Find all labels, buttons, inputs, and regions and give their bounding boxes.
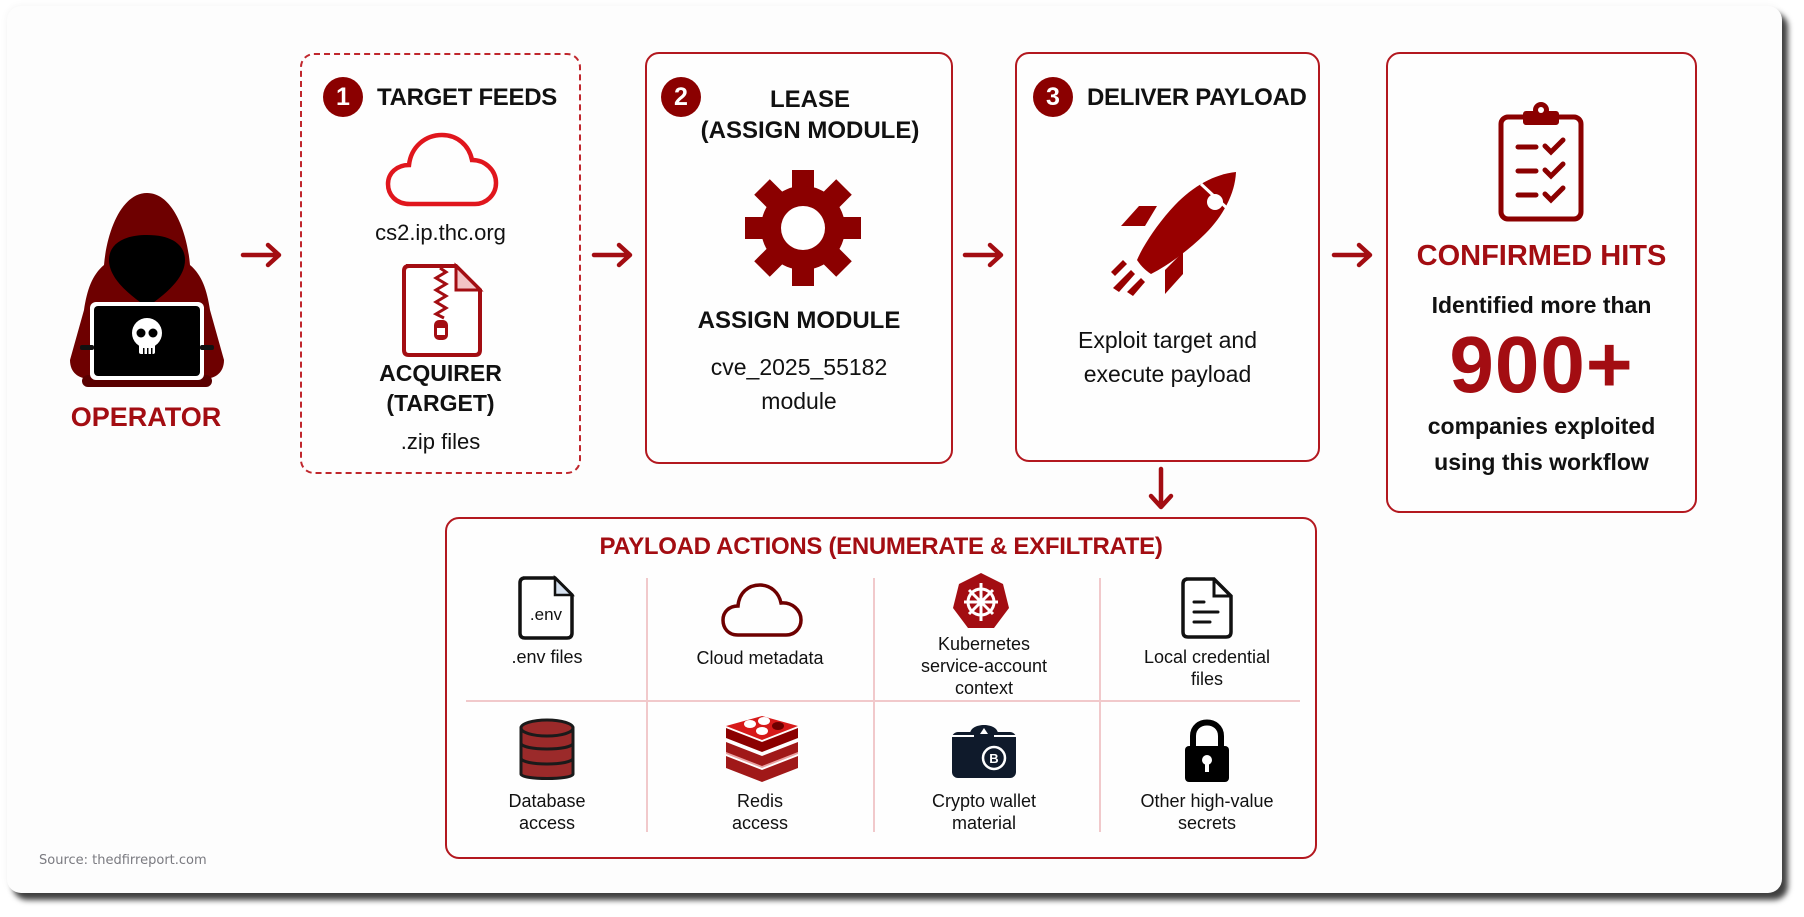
crypto-wallet-label-line2: material: [951, 813, 1017, 833]
gear-icon: [745, 170, 861, 286]
step-3-detail: Exploit target and execute payload: [1015, 323, 1320, 391]
padlock-icon: [1185, 719, 1229, 782]
crypto-wallet-icon: B: [952, 725, 1016, 778]
hooded-hacker-icon: [70, 193, 224, 387]
acquirer-label: ACQUIRER (TARGET): [300, 358, 581, 418]
confirmed-hits-line2: companies exploited: [1427, 413, 1656, 439]
other-secrets-label-line1: Other high-value: [1140, 791, 1274, 811]
operator-label: OPERATOR: [70, 402, 222, 432]
redis-icon: [726, 716, 798, 782]
payload-actions-card: [445, 517, 1317, 859]
cloud-metadata-label: Cloud metadata: [696, 648, 824, 668]
payload-actions-title: PAYLOAD ACTIONS (ENUMERATE & EXFILTRATE): [599, 533, 1163, 560]
redis-label: Redis access: [660, 790, 860, 834]
step-1-title: TARGET FEEDS: [377, 84, 557, 111]
module-detail: cve_2025_55182 module: [645, 350, 953, 418]
assign-module-heading: ASSIGN MODULE: [697, 307, 901, 334]
env-file-icon: .env: [518, 575, 575, 640]
target-feed-host: cs2.ip.thc.org: [375, 220, 506, 245]
crypto-wallet-label: Crypto wallet material: [884, 790, 1084, 834]
database-icon: [519, 718, 575, 780]
module-detail-line1: cve_2025_55182: [710, 354, 888, 380]
env-icon-text: .env: [530, 605, 563, 624]
confirmed-hits-line1: Identified more than: [1431, 292, 1652, 318]
acquirer-label-line2: (TARGET): [386, 390, 495, 416]
kubernetes-label-line2: service-account: [920, 656, 1048, 676]
zip-files-label: .zip files: [400, 429, 481, 454]
kubernetes-label-line3: context: [954, 678, 1014, 698]
redis-label-line1: Redis: [736, 791, 784, 811]
step-3-badge: 3: [1033, 77, 1073, 117]
arrow-right-icon: [240, 242, 282, 268]
confirmed-hits-description: companies exploited using this workflow: [1386, 408, 1697, 480]
grid-divider: [466, 700, 1300, 702]
env-files-label: .env files: [511, 647, 583, 667]
arrow-right-icon: [1331, 242, 1373, 268]
database-label: Database access: [447, 790, 647, 834]
svg-text:B: B: [989, 751, 998, 766]
other-secrets-label: Other high-value secrets: [1107, 790, 1307, 834]
step-2-badge: 2: [661, 77, 701, 117]
redis-label-line2: access: [731, 813, 789, 833]
step-3-detail-line1: Exploit target and: [1077, 327, 1257, 353]
arrow-right-icon: [591, 242, 633, 268]
source-caption: Source: thedfirreport.com: [39, 853, 207, 868]
cloud-icon: [721, 583, 803, 637]
operator-figure: [62, 190, 232, 390]
module-detail-line2: module: [761, 388, 837, 414]
local-credential-label-line2: files: [1190, 669, 1223, 689]
cloud-icon: [385, 132, 499, 207]
local-credential-label-line1: Local credential: [1143, 647, 1271, 667]
confirmed-hits-card: [1386, 52, 1697, 513]
document-icon: [1181, 577, 1233, 639]
rocket-icon: [1111, 172, 1236, 296]
crypto-wallet-label-line1: Crypto wallet: [931, 791, 1037, 811]
step-1-target-feeds-card: [300, 53, 581, 474]
step-1-badge: 1: [323, 77, 363, 117]
kubernetes-label: Kubernetes service-account context: [884, 633, 1084, 699]
database-label-line2: access: [518, 813, 576, 833]
confirmed-hits-line3: using this workflow: [1434, 449, 1649, 475]
grid-divider: [646, 578, 648, 832]
step-3-detail-line2: execute payload: [1083, 361, 1252, 387]
local-credential-label: Local credential files: [1107, 646, 1307, 690]
arrow-right-icon: [962, 242, 1004, 268]
kubernetes-icon: [953, 573, 1009, 628]
arrow-down-icon: [1148, 466, 1174, 510]
kubernetes-label-line1: Kubernetes: [937, 634, 1031, 654]
other-secrets-label-line2: secrets: [1177, 813, 1237, 833]
confirmed-hits-title: CONFIRMED HITS: [1416, 240, 1667, 272]
confirmed-hits-count: 900+: [1449, 320, 1634, 409]
step-2-title-line2: (ASSIGN MODULE): [700, 117, 920, 144]
database-label-line1: Database: [508, 791, 586, 811]
step-3-title: DELIVER PAYLOAD: [1087, 84, 1307, 111]
grid-divider: [873, 578, 875, 832]
acquirer-label-line1: ACQUIRER: [379, 360, 502, 386]
step-2-title-line1: LEASE: [769, 86, 850, 113]
grid-divider: [1099, 578, 1101, 832]
clipboard-checklist-icon: [1498, 102, 1584, 222]
step-2-title: LEASE (ASSIGN MODULE): [690, 84, 930, 146]
zip-file-icon: [402, 262, 484, 357]
